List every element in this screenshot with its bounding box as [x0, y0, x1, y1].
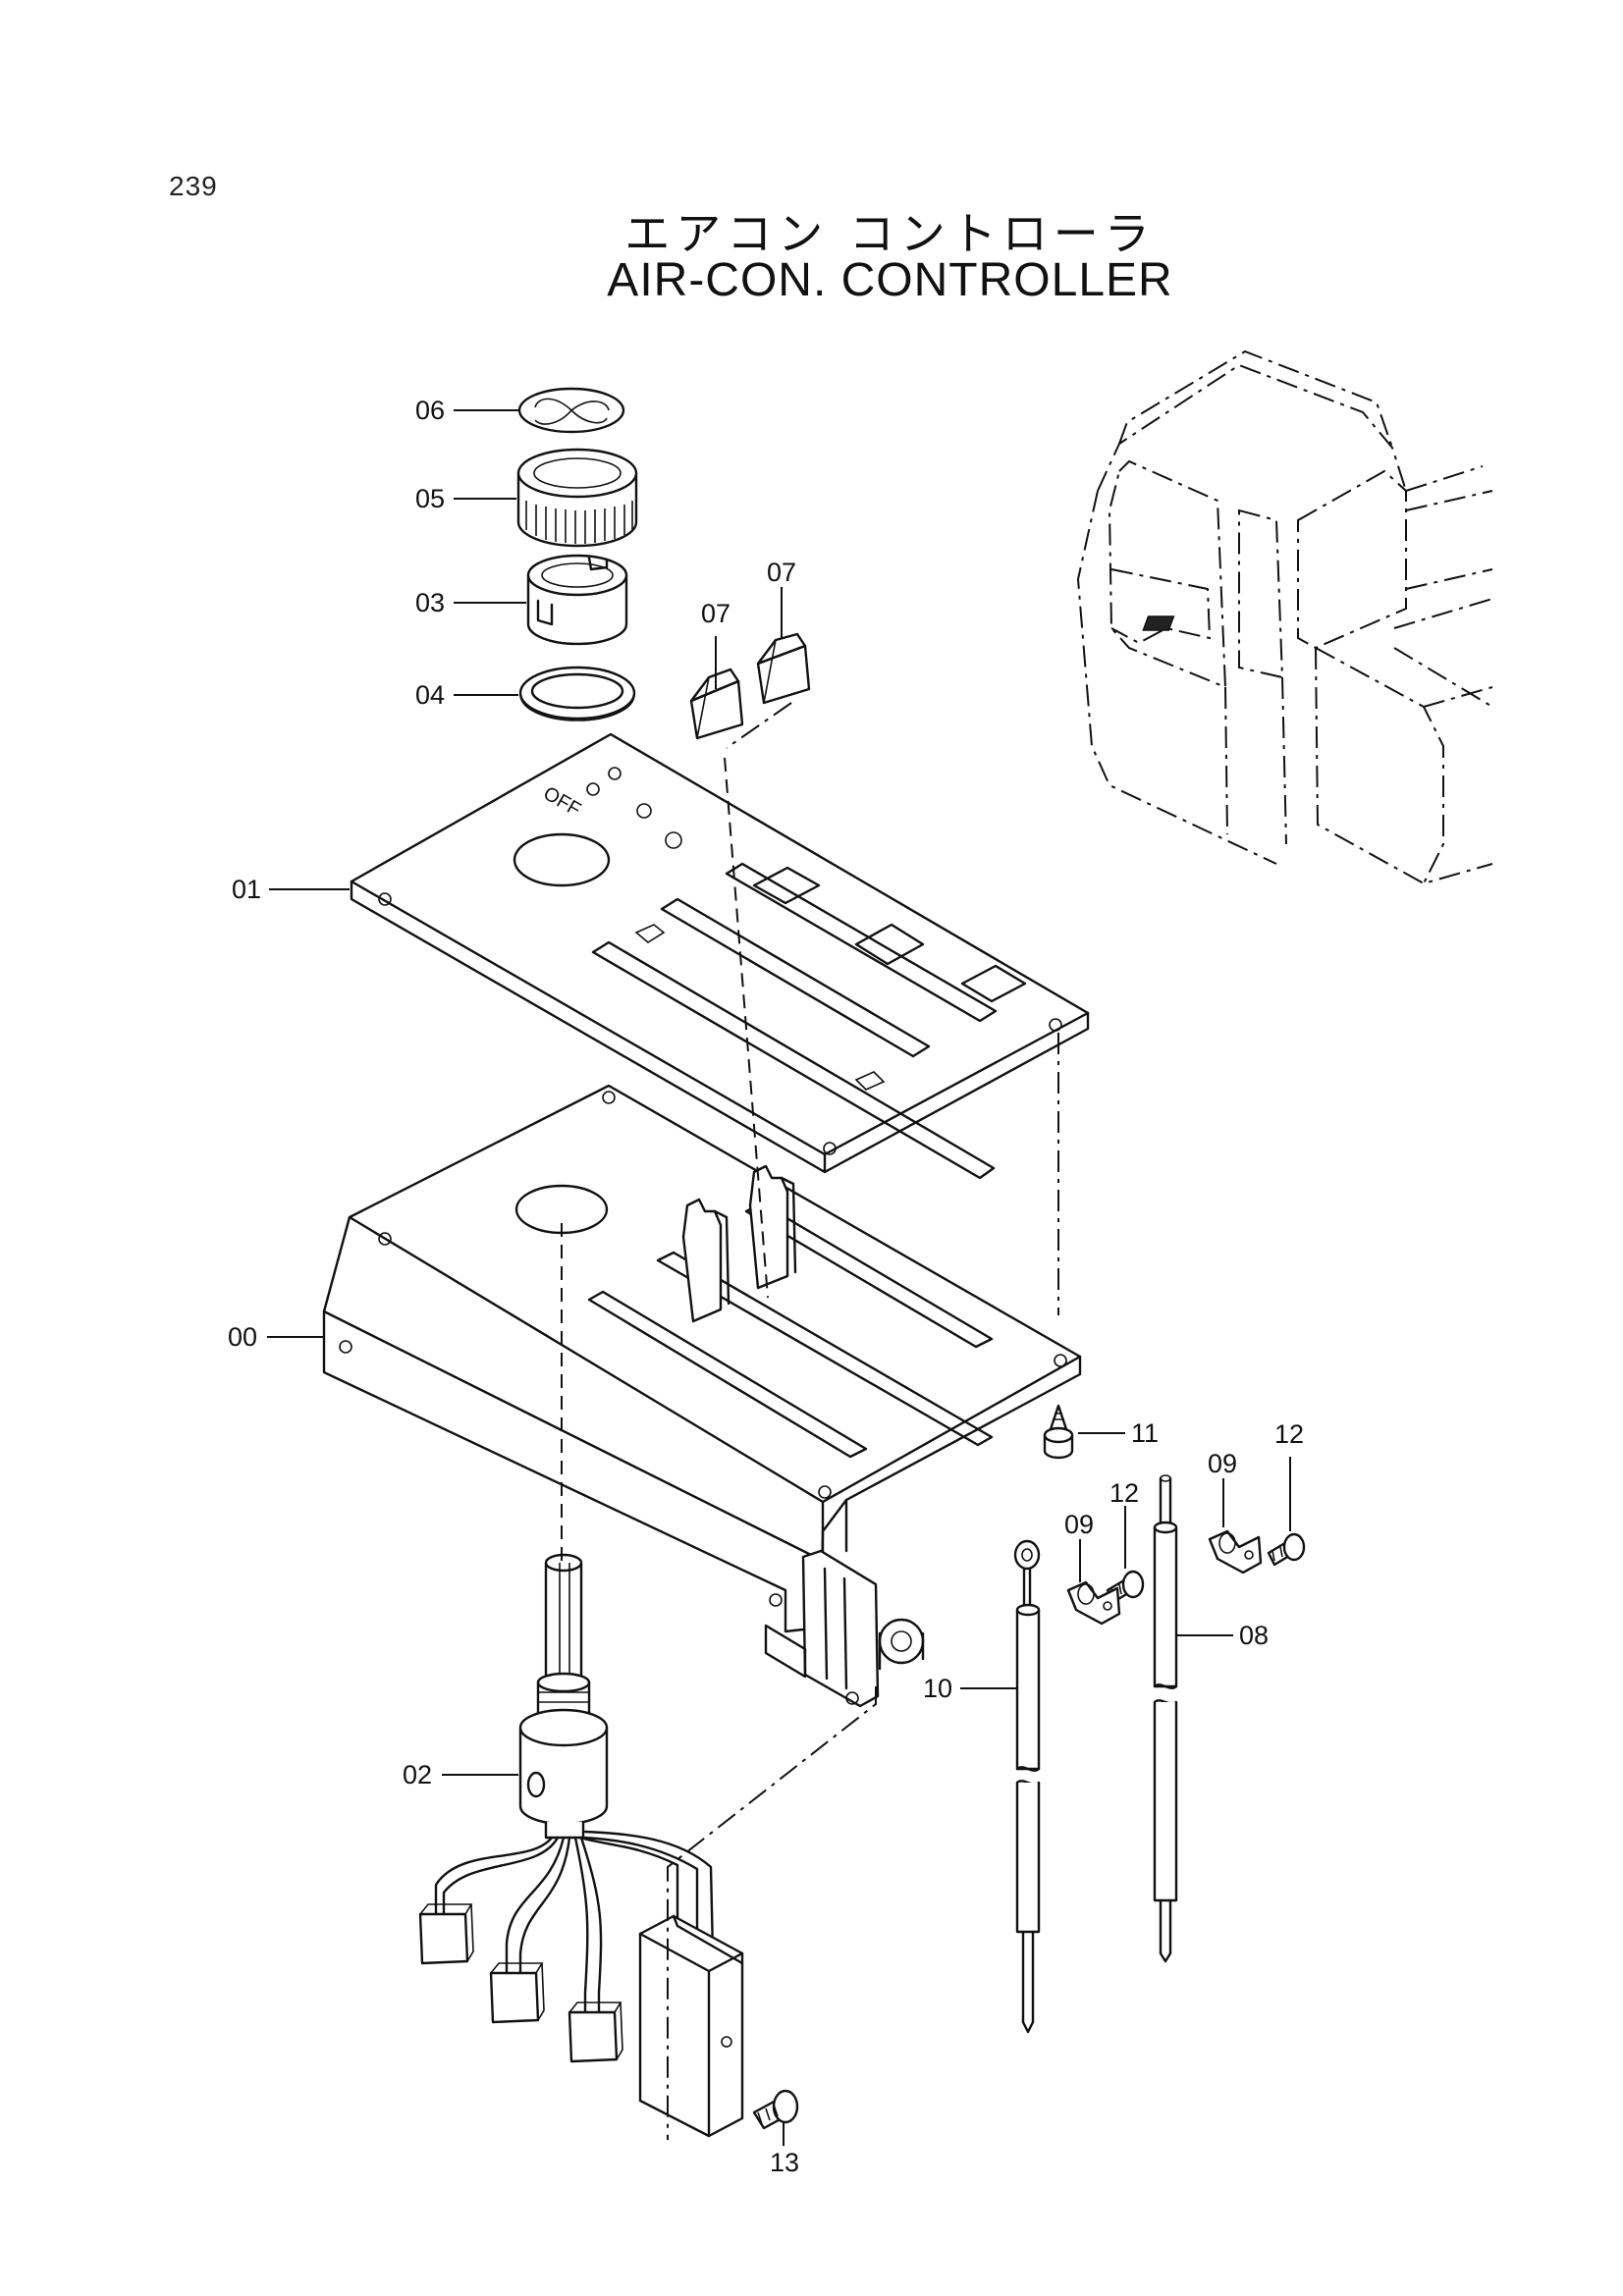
callout-10: 10 [923, 1674, 952, 1703]
part-callouts: 06 05 03 04 07 07 01 00 02 11 12 12 [228, 396, 1304, 2177]
callout-04: 04 [415, 680, 445, 710]
part-07-slider-knob-left [689, 667, 744, 740]
part-01-cover-panel: OFF [350, 732, 1090, 1180]
connector-1 [418, 1903, 474, 1965]
connector-2 [489, 1962, 545, 2024]
part-12-screw-right [1267, 1532, 1306, 1567]
callout-12-right: 12 [1274, 1419, 1304, 1449]
part-07-slider-knob-right [756, 632, 811, 705]
part-02-rotary-switch-harness [418, 1553, 744, 2138]
page-number: 239 [169, 171, 218, 201]
page-title-english: AIR-CON. CONTROLLER [607, 254, 1173, 306]
callout-12-left: 12 [1109, 1478, 1139, 1508]
connector-3 [568, 2002, 623, 2063]
callout-11: 11 [1131, 1418, 1159, 1448]
part-09-clamp-right [1208, 1529, 1263, 1575]
callout-08: 08 [1239, 1621, 1269, 1650]
assembly-center-lines [561, 702, 1059, 2140]
part-10-control-cable [1013, 1539, 1041, 2034]
part-08-control-cable [1153, 1474, 1178, 1963]
callout-09-left: 09 [1064, 1510, 1094, 1539]
part-05-knob [516, 448, 638, 548]
callout-03: 03 [415, 588, 445, 617]
callout-00: 00 [228, 1322, 257, 1352]
callout-07-left: 07 [701, 599, 730, 628]
part-09-clamp-left [1066, 1580, 1121, 1626]
part-11-screw [1043, 1404, 1074, 1460]
callout-06: 06 [415, 396, 445, 425]
part-13-screw [752, 2089, 799, 2130]
connector-4-rectangular [638, 1914, 744, 2138]
callout-05: 05 [415, 484, 445, 513]
page-title-japanese: エアコン コントローラ [624, 207, 1156, 260]
part-00-control-base [322, 1084, 1082, 1708]
part-06-fan-cap [517, 387, 625, 434]
callout-07-right: 07 [767, 558, 796, 587]
callout-01: 01 [232, 875, 261, 904]
callout-13: 13 [770, 2148, 799, 2177]
part-03-sleeve [526, 554, 628, 646]
part-04-ring [518, 666, 636, 721]
excavator-cab-location-inset [1076, 349, 1493, 885]
callout-09-right: 09 [1208, 1449, 1237, 1478]
callout-02: 02 [403, 1760, 432, 1789]
